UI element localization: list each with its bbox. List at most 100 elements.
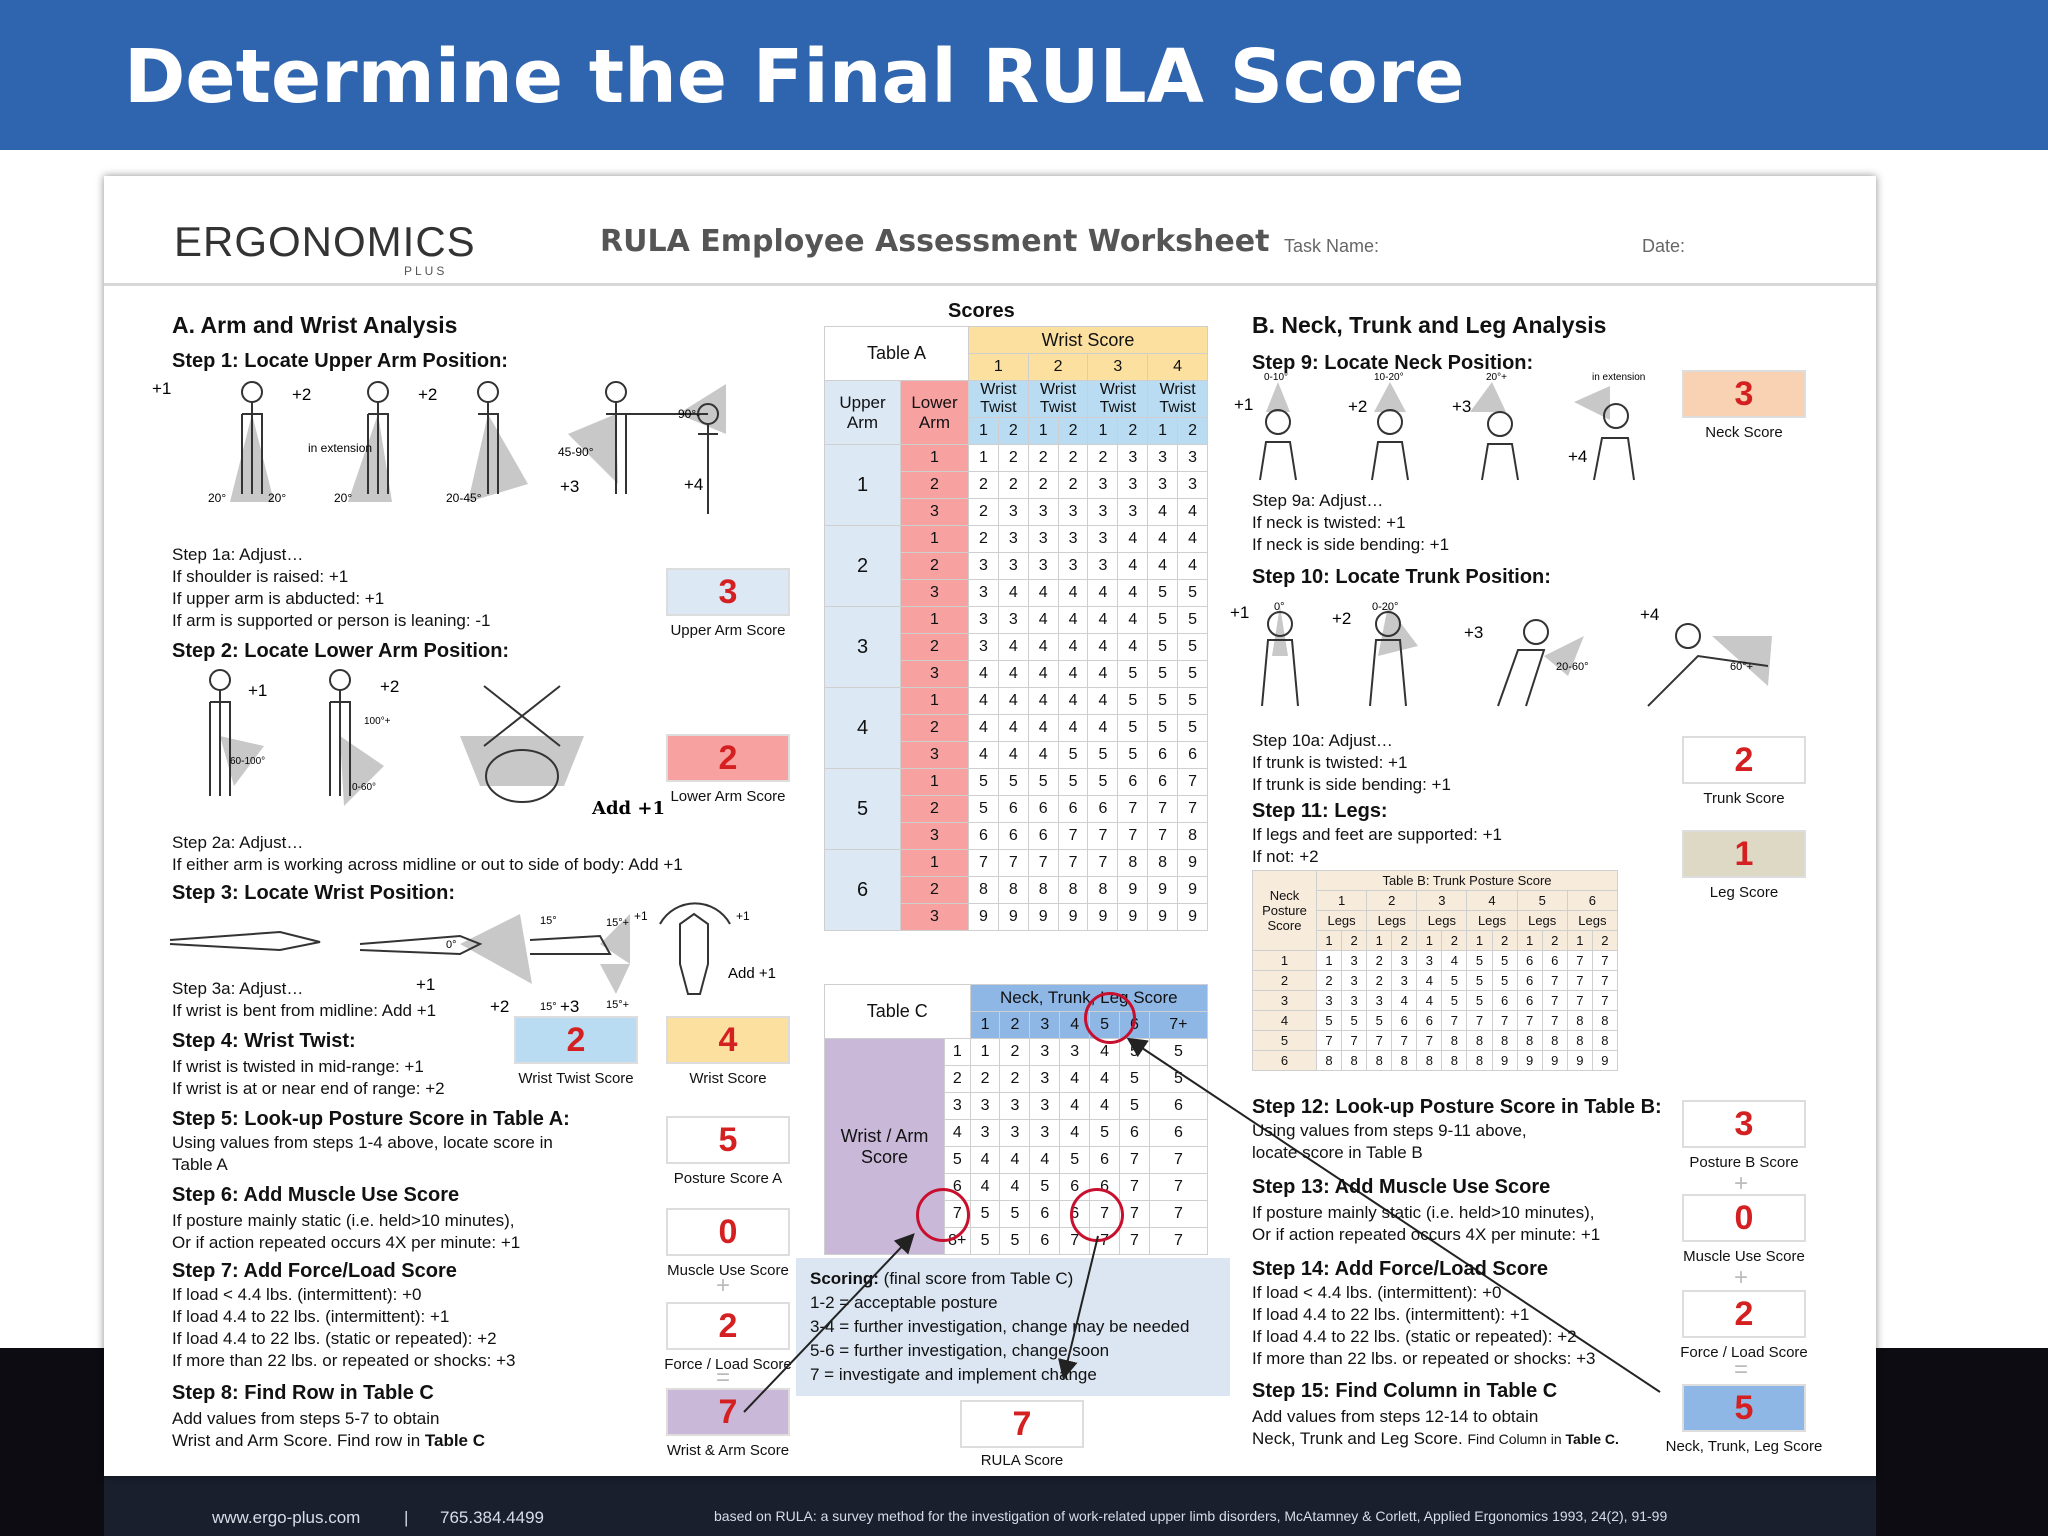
table-a-cell: 3 [1027,552,1059,580]
table-b-cell: 5 [1315,1010,1343,1031]
table-a-cell: 5 [1177,579,1208,607]
table-a-cell: 9 [1027,903,1059,931]
table-a-cell: 3 [1177,444,1208,472]
table-a-cell: 4 [1087,606,1119,634]
table-a-cell: 7 [1087,822,1119,850]
table-c-cell: 7 [1118,1146,1150,1174]
table-a-cell: 6 [1027,822,1059,850]
legs-header: Legs [1366,910,1418,931]
table-b-cell: 3 [1341,970,1368,991]
table-a-cell: 3 [1027,525,1059,553]
table-b-cell: 6 [1416,1010,1443,1031]
table-a-cell: 6 [1117,768,1149,796]
lower-arm-row-label: 2 [900,471,969,499]
ntl-score-col: 3 [1029,1011,1061,1039]
step1-angle-3: 20° [334,491,352,505]
table-a-cell: 1 [968,444,999,472]
neck-row-label: 6 [1252,1050,1317,1071]
table-b-cell: 6 [1491,990,1518,1011]
table-b-cell: 7 [1416,1030,1443,1051]
table-a-cell: 7 [1177,795,1208,823]
table-a-cell: 9 [1087,903,1119,931]
table-a-cell: 4 [1087,633,1119,661]
step9-angle-1: 0-10° [1264,372,1288,383]
trunk-positions-figure: +1 +2 +3 +4 0° 0-20° 20-60° 60°+ [1230,601,1772,707]
table-a-cell: 4 [1027,687,1059,715]
table-c-cell: 4 [999,1146,1031,1174]
posture-a-score-label: Posture Score A [673,1170,783,1187]
table-a-cell: 4 [1117,606,1149,634]
wrist-arm-row-label: 5 [944,1146,971,1174]
table-b-cell: 7 [1566,970,1593,991]
table-b-cell: 8 [1341,1050,1368,1071]
step9-mark-4: +4 [1568,447,1587,466]
table-c-cell: 3 [1029,1038,1061,1066]
highlight-circle [1084,992,1136,1044]
wrist-twist-col: 2 [1117,417,1149,445]
table-b-cell: 1 [1315,950,1343,971]
logo-subtitle: PLUS [404,264,448,278]
table-b-cell: 5 [1441,970,1468,991]
step2a-line: Step 2a: Adjust… [172,833,304,852]
table-c-cell: 7 [1148,1227,1209,1255]
wrist-twist-header: Wrist Twist [1147,380,1208,418]
table-a-cell: 8 [997,876,1029,904]
table-b-cell: 3 [1341,950,1368,971]
table-a-cell: 4 [1087,579,1119,607]
step3a-line: If wrist is bent from midline: Add +1 [172,1001,437,1020]
lower-arm-row-label: 2 [900,633,969,661]
step2-mark-add: Add +1 [591,798,665,819]
plus-operator: + [716,1272,731,1299]
neck-score-label: Neck Score [1705,424,1783,441]
table-a-cell: 6 [1177,741,1208,769]
step14-line: If load 4.4 to 22 lbs. (static or repeat… [1252,1327,1577,1346]
table-b-cell: 9 [1541,1050,1568,1071]
lower-arm-row-label: 1 [900,768,969,796]
table-b-cell: 7 [1491,1010,1518,1031]
table-c-cell: 5 [969,1227,1001,1255]
table-a-cell: 4 [997,714,1029,742]
table-a-cell: 4 [1117,552,1149,580]
table-c-cell: 7 [1148,1200,1209,1228]
table-b-cell: 9 [1491,1050,1518,1071]
step1-heading: Step 1: Locate Upper Arm Position: [172,350,508,372]
table-b-cell: 5 [1441,990,1468,1011]
step10-mark-3: +3 [1464,623,1483,642]
step1a-line: If shoulder is raised: +1 [172,567,349,586]
table-a-cell: 3 [1117,471,1149,499]
table-a-cell: 4 [1177,498,1208,526]
table-b-cell: 7 [1591,990,1619,1011]
trunk-score-col: 2 [1366,890,1418,911]
wrist-twist-col: 2 [997,417,1029,445]
table-c-cell: 4 [969,1146,1001,1174]
table-b-cell: 7 [1541,970,1568,991]
step6-heading: Step 6: Add Muscle Use Score [172,1184,460,1206]
table-c-cell: 3 [969,1119,1001,1147]
table-a-cell: 2 [968,525,999,553]
table-a-cell: 4 [1057,579,1089,607]
posture-b-score-label: Posture B Score [1689,1154,1799,1171]
highlight-circle [916,1188,970,1242]
step10-angle-1: 0° [1274,601,1285,613]
upper-arm-row-label: 6 [824,849,901,931]
table-a-cell: 5 [1057,741,1089,769]
step3-heading: Step 3: Locate Wrist Position: [172,882,455,904]
step10a-line: If trunk is side bending: +1 [1252,775,1451,794]
legs-header: Legs [1315,910,1368,931]
table-a-cell: 8 [1057,876,1089,904]
table-a-cell: 2 [1057,471,1089,499]
trunk-score-box: 2 [1682,736,1806,784]
table-a-cell: 4 [1057,606,1089,634]
table-b-cell: 7 [1391,1030,1418,1051]
table-c-cell: 6 [1029,1200,1061,1228]
wrist-positions-figure: +1 +2 +3 +1 +1 Add +1 0° 15° 15° 15°+ 15… [169,902,776,1016]
table-a-cell: 4 [1147,552,1179,580]
table-b-cell: 7 [1441,1010,1468,1031]
step10-angle-2: 0-20° [1372,601,1398,613]
table-a-cell: 4 [1027,633,1059,661]
table-c-cell: 2 [969,1065,1001,1093]
lower-arm-score-label: Lower Arm Score [670,788,786,805]
table-c-cell: 5 [999,1227,1031,1255]
table-c-cell: 4 [1059,1065,1091,1093]
posture-a-score-box: 5 [666,1116,790,1164]
